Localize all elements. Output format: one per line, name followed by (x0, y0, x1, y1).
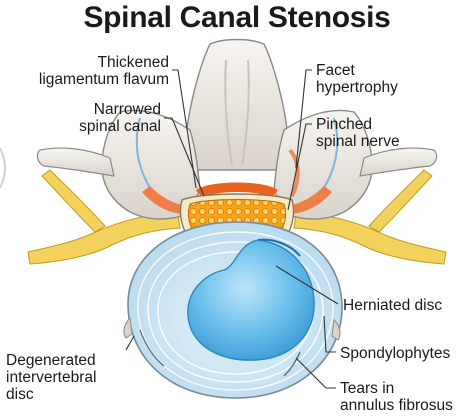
right-facet-joint (323, 117, 339, 189)
label-narrowed-spinal-canal: Narrowed spinal canal (79, 101, 161, 135)
right-facet-inflammation (286, 186, 332, 214)
inflammation-areas (142, 148, 332, 214)
label-line: Tears in (340, 380, 395, 397)
label-line: Pinched (316, 116, 373, 133)
annulus-ring-1 (137, 231, 334, 391)
label-facet-hypertrophy: Facet hypertrophy (316, 62, 398, 96)
label-line: Thickened (97, 54, 169, 71)
label-line: Herniated disc (343, 297, 443, 314)
label-thickened-ligamentum-flavum: Thickened ligamentum flavum (39, 54, 169, 88)
spondylophyte-spur-2 (123, 316, 133, 339)
label-spondylophytes: Spondylophytes (340, 345, 450, 362)
leader-thickened-ligamentum (172, 69, 197, 189)
leader-facet-hypertrophy (295, 69, 312, 169)
label-tears-in-annulus-fibrosus: Tears in annulus fibrosus (340, 380, 453, 414)
leader-tears (295, 357, 336, 389)
label-line: disc (6, 386, 34, 403)
spinous-shadow-2 (241, 59, 250, 166)
right-side-inflammation (288, 148, 300, 197)
label-pinched-spinal-nerve: Pinched spinal nerve (316, 116, 400, 150)
leader-spondylophytes (323, 315, 336, 353)
label-line: intervertebral (6, 369, 97, 386)
label-line: annulus fibrosus (340, 397, 453, 414)
label-line: spinal nerve (316, 133, 400, 150)
spinous-shadow (224, 59, 233, 166)
intervertebral-disc (123, 221, 343, 399)
herniation-bulge (257, 238, 301, 257)
thickened-ligamentum-flavum (196, 182, 278, 198)
right-nerve-root (293, 213, 447, 265)
leader-degenerated-disc (125, 335, 135, 351)
left-facet-joint (135, 117, 151, 189)
spondylophyte-spur (331, 318, 341, 341)
leader-lines (125, 69, 339, 389)
label-degenerated-intervertebral-disc: Degenerated intervertebral disc (6, 352, 96, 403)
left-nerve-root (27, 213, 181, 265)
annulus-tear-1 (283, 351, 301, 377)
label-line: spinal canal (79, 118, 161, 135)
right-nerve-branch (368, 169, 433, 233)
leader-narrowed-canal (164, 117, 205, 197)
label-line: Narrowed (93, 101, 161, 118)
left-edge-arc (0, 147, 6, 189)
diagram-title: Spinal Canal Stenosis (83, 1, 391, 34)
annulus-tear-2 (139, 329, 165, 367)
label-line: Spondylophytes (340, 345, 451, 362)
leader-pinched-nerve (287, 123, 312, 211)
left-nerve-branch (41, 169, 106, 233)
spinous-process (185, 38, 289, 171)
label-line: Degenerated (6, 352, 96, 369)
label-line: ligamentum flavum (38, 71, 169, 88)
left-transverse-process (36, 147, 115, 177)
label-line: Facet (316, 62, 355, 79)
left-facet-inflammation (142, 186, 188, 214)
spinal-nerves (27, 169, 447, 265)
leader-herniated-disc (275, 265, 339, 305)
label-line: hypertrophy (316, 79, 398, 96)
label-herniated-disc: Herniated disc (343, 297, 442, 314)
annulus-ring-2 (147, 241, 324, 383)
right-transverse-process (359, 147, 438, 177)
